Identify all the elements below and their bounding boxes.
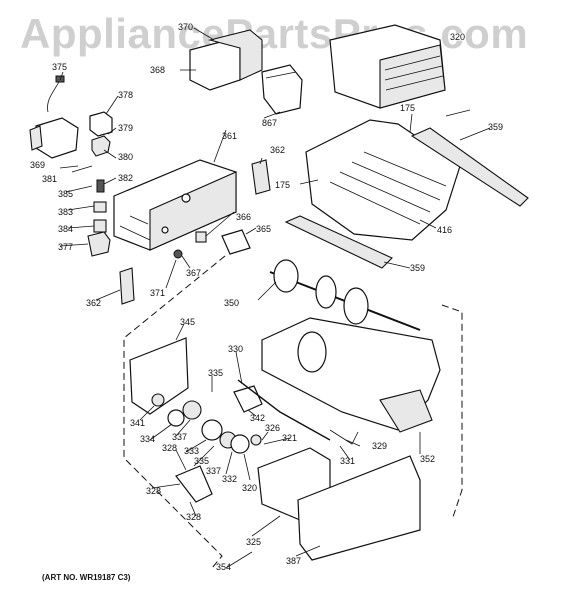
label-320-lower: 320 (242, 483, 258, 493)
part-387-cover (297, 455, 421, 561)
label-175-lower: 175 (275, 180, 291, 190)
label-337-lower: 337 (206, 466, 222, 476)
part-361-housing (113, 159, 237, 251)
part-345-plate (129, 337, 189, 415)
label-384: 384 (58, 224, 74, 234)
label-367: 367 (186, 268, 202, 278)
part-332-gear (230, 434, 250, 454)
label-335-lower: 335 (194, 456, 210, 466)
label-867: 867 (262, 118, 278, 128)
label-331: 331 (340, 456, 356, 466)
label-326: 326 (265, 423, 281, 433)
label-377: 377 (58, 242, 74, 252)
label-370: 370 (178, 22, 194, 32)
label-321: 321 (282, 433, 298, 443)
part-370-bracket (189, 29, 263, 91)
label-359-lower: 359 (410, 263, 426, 273)
art-number: (ART NO. WR19187 C3) (42, 573, 131, 582)
label-334: 334 (140, 434, 156, 444)
part-333-gear (201, 419, 223, 441)
assembly-boundary-right (441, 304, 463, 521)
label-350: 350 (224, 298, 240, 308)
part-342-bracket (233, 385, 263, 413)
part-382-spring (96, 179, 105, 193)
part-331-clip (329, 429, 359, 445)
part-383-bushing (93, 201, 107, 213)
part-334-gear (167, 409, 185, 427)
label-342: 342 (250, 413, 266, 423)
part-341-washer (151, 393, 165, 407)
part-359-rail-upper (410, 127, 529, 207)
label-345: 345 (180, 317, 196, 327)
part-359-rail-lower (284, 215, 393, 269)
part-330-rod (237, 379, 331, 441)
label-362-lower: 362 (86, 298, 102, 308)
part-381-pin (71, 165, 93, 173)
label-379: 379 (118, 123, 134, 133)
part-326-washer (250, 434, 262, 446)
label-175-upper: 175 (400, 103, 416, 113)
label-366: 366 (236, 212, 252, 222)
label-381: 381 (42, 174, 58, 184)
label-383: 383 (58, 207, 74, 217)
part-365-bracket (221, 229, 251, 255)
label-354: 354 (216, 562, 232, 572)
label-328-left: 328 (146, 486, 162, 496)
label-335-upper: 335 (208, 368, 224, 378)
label-352: 352 (420, 454, 436, 464)
part-366-nut (195, 231, 207, 243)
label-416: 416 (437, 225, 453, 235)
label-332: 332 (222, 474, 238, 484)
label-387: 387 (286, 556, 302, 566)
label-382: 382 (118, 173, 134, 183)
label-320: 320 (450, 32, 466, 42)
label-368: 368 (150, 65, 166, 75)
label-375: 375 (52, 62, 68, 72)
part-378-solenoid (89, 111, 113, 157)
label-371: 371 (150, 288, 166, 298)
label-329: 329 (372, 441, 388, 451)
label-378: 378 (118, 90, 134, 100)
label-341: 341 (130, 418, 146, 428)
part-328-linkage (175, 465, 213, 503)
part-375-motor (29, 75, 79, 159)
label-369: 369 (30, 160, 46, 170)
part-352-bucket (261, 317, 441, 433)
watermark: AppliancePartsPros.com (20, 10, 529, 57)
part-icemaker (329, 24, 446, 109)
label-330: 330 (228, 344, 244, 354)
label-359-upper: 359 (488, 122, 504, 132)
part-362-clip-lower (119, 267, 135, 305)
label-385: 385 (58, 189, 74, 199)
label-328-lower: 328 (186, 512, 202, 522)
label-362-upper: 362 (270, 145, 286, 155)
label-337-upper: 337 (172, 432, 188, 442)
label-333: 333 (184, 446, 200, 456)
part-337-gear (182, 400, 202, 420)
part-384-cam (93, 219, 107, 233)
label-361: 361 (222, 131, 238, 141)
part-867-cup (261, 64, 303, 115)
label-328-upper: 328 (162, 443, 178, 453)
part-350-auger (269, 259, 421, 331)
label-380: 380 (118, 152, 134, 162)
part-416-tray (305, 119, 461, 241)
part-362-clip-upper (251, 159, 271, 195)
part-377-bracket (87, 231, 111, 257)
part-367-screw (173, 249, 183, 259)
label-365: 365 (256, 224, 272, 234)
label-325: 325 (246, 537, 262, 547)
